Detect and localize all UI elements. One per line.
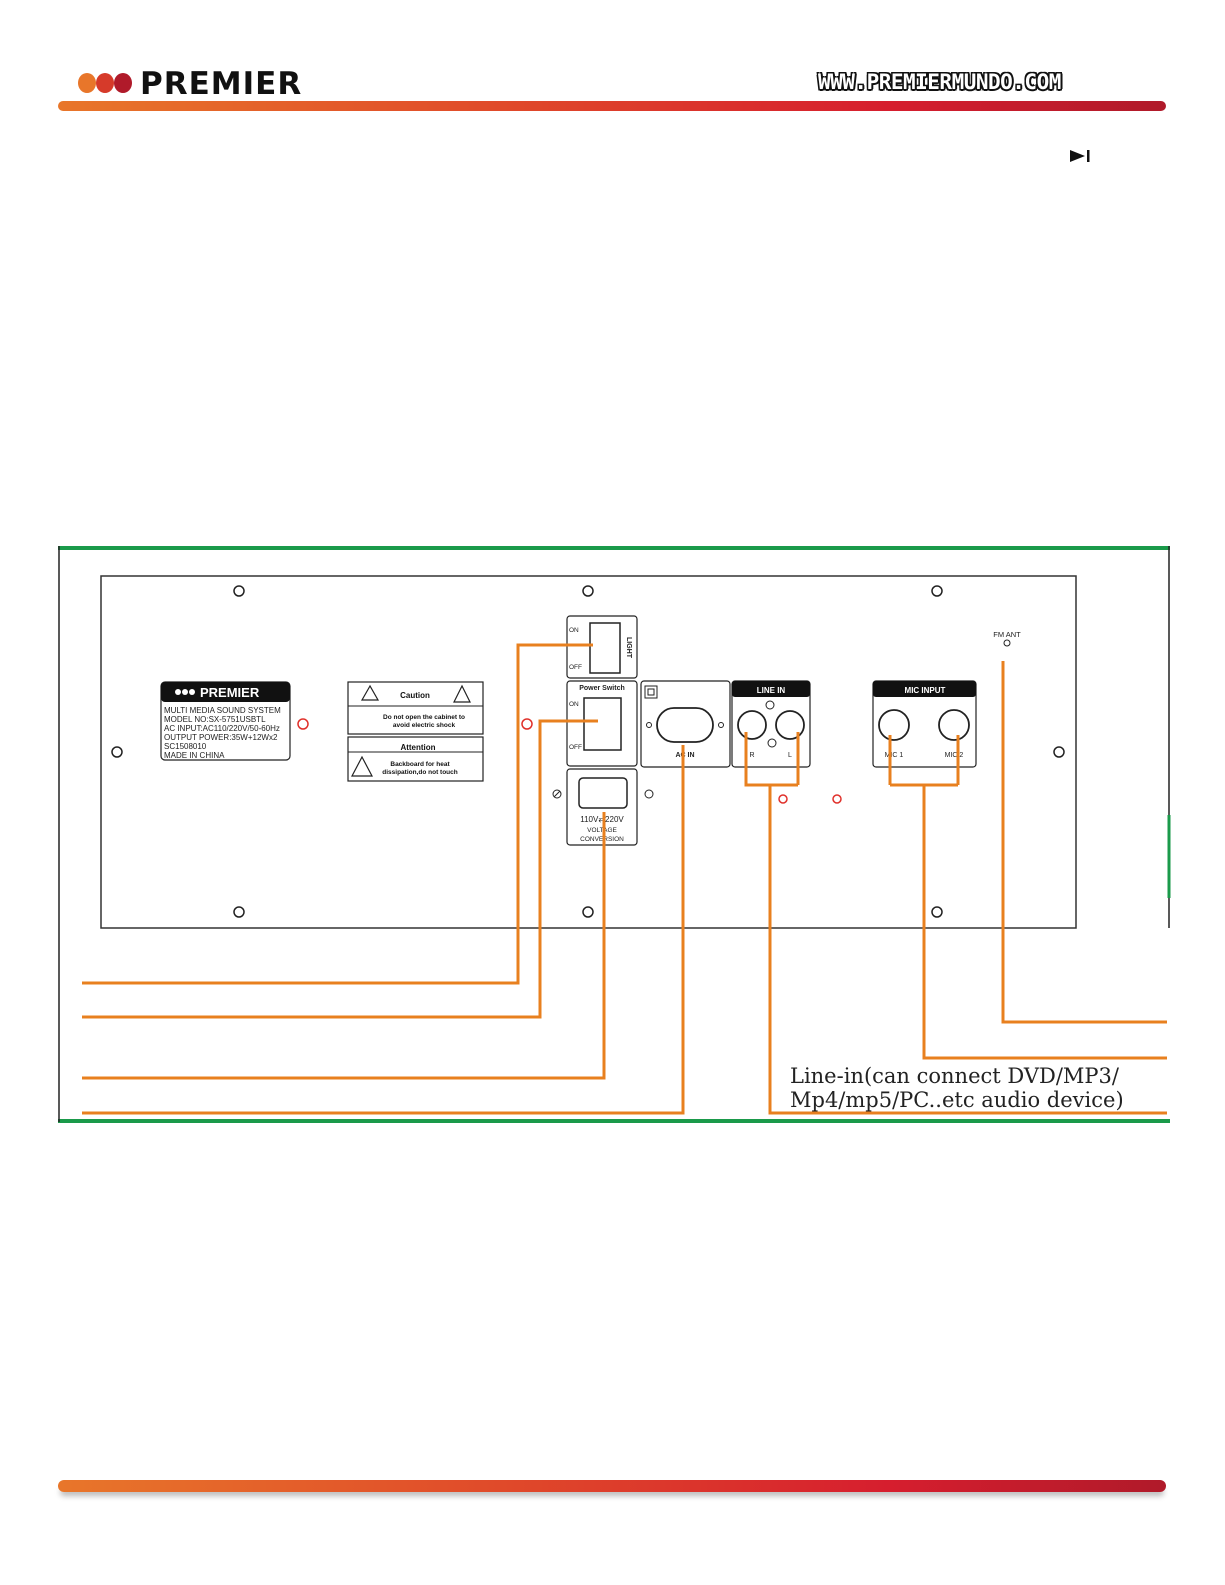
ac-in-label: AC IN xyxy=(675,752,694,759)
line-in-r-label: R xyxy=(749,752,754,759)
attention-text: Backboard for heat xyxy=(390,761,450,768)
caution-title: Caution xyxy=(400,691,430,700)
ac-in-socket[interactable] xyxy=(656,707,714,743)
line-in-l-label: L xyxy=(788,752,792,759)
caution-text: avoid electric shock xyxy=(393,722,456,729)
mic-input-title: MIC INPUT xyxy=(905,686,946,695)
panel-screws xyxy=(111,585,1065,918)
footer-divider xyxy=(58,1480,1166,1492)
rating-line: MULTI MEDIA SOUND SYSTEM xyxy=(164,706,281,715)
play-pause-icon xyxy=(1070,150,1090,162)
power-switch-title: Power Switch xyxy=(579,685,625,692)
rating-label-brand: PREMIER xyxy=(200,685,260,700)
voltage-label: VOLTAGE xyxy=(587,827,617,834)
mic1-label: MIC 1 xyxy=(885,752,904,759)
line-in-title: LINE IN xyxy=(757,686,786,695)
mic2-jack[interactable] xyxy=(938,709,970,741)
light-on-label: ON xyxy=(569,627,579,634)
caution-text: Do not open the cabinet to xyxy=(383,714,465,721)
fm-ant-jack[interactable] xyxy=(1003,639,1011,647)
light-off-label: OFF xyxy=(569,664,582,671)
line-in-l-jack[interactable] xyxy=(775,710,805,740)
line-in-r-jack[interactable] xyxy=(737,710,767,740)
brand-logo-text: PREMIER xyxy=(140,66,303,102)
warning-icon xyxy=(453,684,471,703)
callout-line: Mp4/mp5/PC..etc audio device) xyxy=(790,1088,1124,1112)
ac-in-box xyxy=(640,680,731,768)
rating-line: AC INPUT:AC110/220V/50-60Hz xyxy=(164,724,280,733)
callout-line: Line-in(can connect DVD/MP3/ xyxy=(790,1064,1119,1088)
line-in-callout: Line-in(can connect DVD/MP3/ Mp4/mp5/PC.… xyxy=(790,1064,1124,1112)
shock-hazard-icon xyxy=(360,684,380,701)
light-label: LIGHT xyxy=(625,637,632,659)
power-switch-box xyxy=(566,680,638,767)
voltage-value: 110V⇄220V xyxy=(580,815,624,824)
voltage-label: CONVERSION xyxy=(580,836,624,843)
fm-ant-label: FM ANT xyxy=(993,630,1021,639)
rating-line: SC1508010 xyxy=(164,742,207,751)
attention-text: dissipation,do not touch xyxy=(382,769,457,776)
caution-label xyxy=(347,681,484,735)
attention-label xyxy=(347,736,484,782)
rating-line: MODEL NO:SX-5751USBTL xyxy=(164,715,266,724)
light-switch[interactable] xyxy=(589,622,621,674)
light-switch-box xyxy=(566,615,638,679)
voltage-selector-box xyxy=(566,768,638,846)
mic1-jack[interactable] xyxy=(878,709,910,741)
power-switch[interactable] xyxy=(583,697,622,751)
power-off-label: OFF xyxy=(569,744,582,751)
voltage-selector[interactable] xyxy=(578,777,628,809)
back-panel xyxy=(100,575,1077,929)
premier-logo-dots xyxy=(78,73,132,93)
callout-lines xyxy=(82,643,1167,1115)
mic2-label: MIC 2 xyxy=(945,752,964,759)
power-on-label: ON xyxy=(569,701,579,708)
hot-surface-icon xyxy=(351,755,373,777)
rating-line: OUTPUT POWER:35W+12Wx2 xyxy=(164,733,278,742)
attention-title: Attention xyxy=(400,743,435,752)
header-divider xyxy=(58,101,1166,111)
website-url: WWW.PREMIERMUNDO.COM xyxy=(818,70,1061,94)
rating-line: MADE IN CHINA xyxy=(164,751,225,760)
red-markers xyxy=(297,718,842,804)
